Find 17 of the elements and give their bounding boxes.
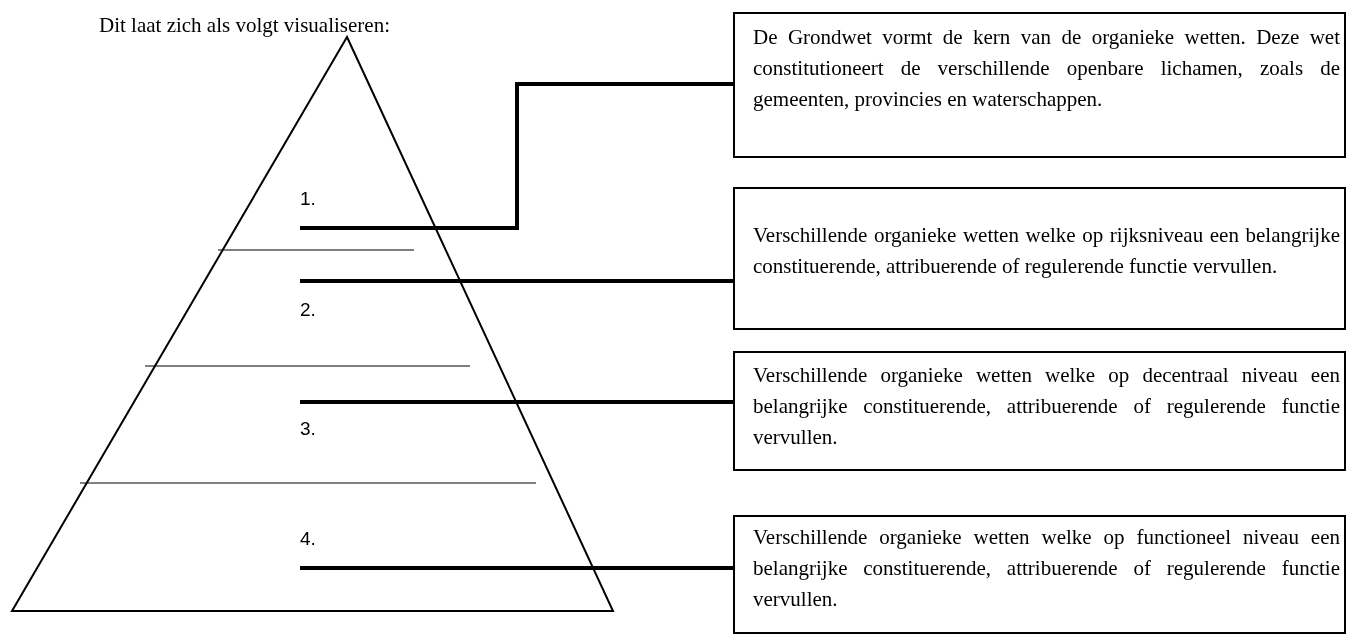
- leader-line: [300, 566, 733, 570]
- leader-line: [300, 400, 733, 404]
- description-text: Verschillende organieke wetten welke op rijksniveau een belangrijke constituerende, attribuerende of regulerende functie vervullen.: [753, 222, 1340, 280]
- description-text: De Grondwet vormt de kern van de organieke wetten. Deze wet constitutioneert de verschillende openbare lichamen, zoals de gemeenten, provincies en waterschappen.: [753, 24, 1340, 113]
- leader-line: [300, 82, 733, 230]
- description-text: Verschillende organieke wetten welke op functioneel niveau een belangrijke constituerende, attribuerende of regulerende functie vervullen.: [753, 524, 1340, 613]
- text-box: [733, 12, 1346, 158]
- level-number: 4.: [300, 528, 317, 550]
- level-number: 2.: [300, 299, 317, 321]
- leader-line: [300, 279, 733, 283]
- text-box: [733, 515, 1346, 634]
- level-number: 1.: [300, 188, 317, 210]
- text-box: [733, 187, 1346, 330]
- level-number: 3.: [300, 418, 317, 440]
- heading: Dit laat zich als volgt visualiseren:: [99, 12, 390, 38]
- description-text: Verschillende organieke wetten welke op decentraal niveau een belangrijke constituerende, attribuerende of regulerende functie vervullen.: [753, 362, 1340, 451]
- text-box: [733, 351, 1346, 471]
